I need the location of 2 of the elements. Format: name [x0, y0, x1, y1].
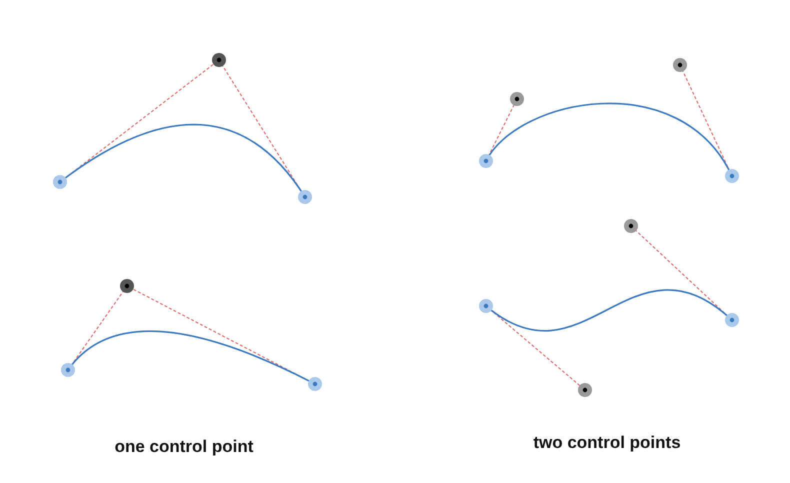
caption-text: two control points: [533, 433, 681, 453]
caption-text: one control point: [114, 437, 254, 457]
